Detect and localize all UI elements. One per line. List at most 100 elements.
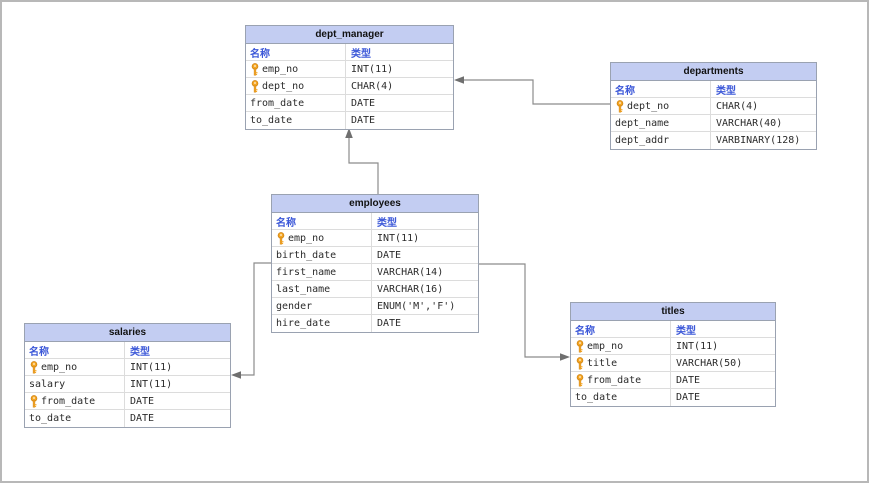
field-name-cell: to_date (246, 112, 346, 129)
table-row: dept_addr VARBINARY(128) (611, 132, 816, 149)
field-name-cell: from_date (571, 372, 671, 388)
field-name: dept_no (262, 80, 305, 92)
arrowhead-into-dept_manager-bottom (345, 128, 353, 138)
column-header-type: 类型 (351, 48, 371, 60)
field-name-cell: birth_date (272, 247, 372, 263)
column-header-type: 类型 (676, 325, 696, 337)
primary-key-icon (29, 360, 39, 374)
connector-departments-dept_manager (463, 79, 610, 105)
table-row: dept_name VARCHAR(40) (611, 115, 816, 132)
field-name: from_date (250, 97, 305, 109)
field-type: DATE (130, 395, 155, 407)
field-type: CHAR(4) (351, 80, 394, 92)
field-type: DATE (377, 249, 402, 261)
table-dept_manager[interactable]: dept_manager 名称 类型 emp_no INT(11) dept_n… (245, 25, 454, 130)
column-header-row: 名称 类型 (246, 44, 453, 61)
field-name-cell: emp_no (272, 230, 372, 246)
primary-key-icon (276, 231, 286, 245)
table-row: salary INT(11) (25, 376, 230, 393)
field-name-cell: from_date (25, 393, 125, 409)
primary-key-icon (29, 394, 39, 408)
field-name: hire_date (276, 318, 331, 329)
field-name-cell: to_date (571, 389, 671, 406)
table-row: emp_no INT(11) (272, 230, 478, 247)
field-name: emp_no (587, 340, 624, 352)
field-type: VARCHAR(14) (377, 266, 444, 278)
table-departments[interactable]: departments 名称 类型 dept_no CHAR(4) dept_n… (610, 62, 817, 150)
column-header-row: 名称 类型 (25, 342, 230, 359)
table-titles[interactable]: titles 名称 类型 emp_no INT(11) title VARCHA… (570, 302, 776, 407)
arrowhead-into-salaries (231, 371, 241, 379)
table-row: emp_no INT(11) (571, 338, 775, 355)
field-name-cell: dept_addr (611, 132, 711, 149)
field-type: VARCHAR(50) (676, 357, 743, 369)
field-type: DATE (676, 374, 701, 386)
field-name: emp_no (41, 361, 78, 373)
table-salaries[interactable]: salaries 名称 类型 emp_no INT(11) salary INT… (24, 323, 231, 428)
field-type: INT(11) (130, 361, 173, 373)
primary-key-icon (575, 339, 585, 353)
connector-employees-dept_manager (348, 137, 379, 194)
field-name-cell: dept_name (611, 115, 711, 131)
field-type: VARCHAR(16) (377, 283, 444, 295)
table-row: birth_date DATE (272, 247, 478, 264)
primary-key-icon (250, 62, 260, 76)
field-name-cell: title (571, 355, 671, 371)
field-name-cell: emp_no (25, 359, 125, 375)
table-row: from_date DATE (25, 393, 230, 410)
column-header-type: 类型 (377, 217, 397, 229)
field-name: to_date (250, 115, 293, 126)
arrowhead-into-dept_manager-right (454, 76, 464, 84)
field-name-cell: emp_no (246, 61, 346, 77)
field-name: last_name (276, 283, 331, 295)
column-header-row: 名称 类型 (611, 81, 816, 98)
field-type: DATE (676, 392, 701, 403)
column-header-type: 类型 (130, 346, 150, 358)
field-type: CHAR(4) (716, 100, 759, 112)
field-name: from_date (587, 374, 642, 386)
field-name: to_date (575, 392, 618, 403)
field-name: dept_name (615, 117, 670, 129)
field-name-cell: last_name (272, 281, 372, 297)
field-type: INT(11) (130, 378, 173, 390)
field-name: to_date (29, 413, 72, 424)
field-type: VARBINARY(128) (716, 135, 801, 146)
field-name-cell: gender (272, 298, 372, 314)
primary-key-icon (615, 99, 625, 113)
field-name-cell: emp_no (571, 338, 671, 354)
column-header-name: 名称 (272, 213, 372, 229)
field-name: salary (29, 378, 66, 390)
table-row: from_date DATE (571, 372, 775, 389)
field-type: INT(11) (377, 232, 420, 244)
arrowhead-into-titles (560, 353, 570, 361)
field-type: ENUM('M','F') (377, 300, 456, 312)
table-row: to_date DATE (246, 112, 453, 129)
primary-key-icon (575, 373, 585, 387)
connector-employees-titles (479, 263, 561, 358)
connector-employees-salaries (240, 262, 271, 376)
field-type: DATE (351, 115, 376, 126)
field-name: birth_date (276, 249, 337, 261)
table-row: emp_no INT(11) (246, 61, 453, 78)
field-name-cell: salary (25, 376, 125, 392)
field-name-cell: first_name (272, 264, 372, 280)
column-header-row: 名称 类型 (272, 213, 478, 230)
field-name: gender (276, 300, 313, 312)
column-header-type: 类型 (716, 85, 736, 97)
table-title: dept_manager (246, 26, 453, 44)
field-name-cell: hire_date (272, 315, 372, 332)
table-row: dept_no CHAR(4) (246, 78, 453, 95)
column-header-name: 名称 (25, 342, 125, 358)
column-header-name: 名称 (611, 81, 711, 97)
table-title: employees (272, 195, 478, 213)
table-employees[interactable]: employees 名称 类型 emp_no INT(11) birth_dat… (271, 194, 479, 333)
table-row: hire_date DATE (272, 315, 478, 332)
table-title: salaries (25, 324, 230, 342)
field-type: DATE (377, 318, 402, 329)
field-type: INT(11) (676, 340, 719, 352)
table-row: emp_no INT(11) (25, 359, 230, 376)
table-row: title VARCHAR(50) (571, 355, 775, 372)
field-name: dept_no (627, 100, 670, 112)
